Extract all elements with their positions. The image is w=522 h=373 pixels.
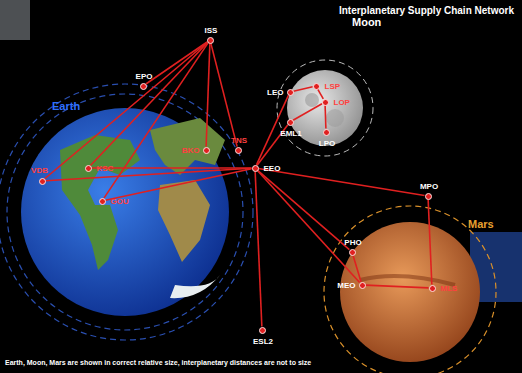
supply-route bbox=[45, 42, 208, 178]
network-node: GOU bbox=[99, 198, 106, 205]
node-label: LOP bbox=[334, 99, 350, 107]
continent bbox=[150, 118, 225, 175]
network-node: KSC bbox=[85, 165, 92, 172]
supply-route bbox=[258, 169, 424, 196]
supply-route bbox=[90, 43, 207, 166]
ice bbox=[170, 275, 220, 298]
supply-route bbox=[257, 171, 359, 283]
crater bbox=[305, 93, 319, 107]
earth bbox=[21, 108, 229, 316]
supply-route bbox=[293, 87, 312, 91]
mars bbox=[340, 222, 480, 362]
node-label: EML1 bbox=[280, 130, 301, 138]
supply-route bbox=[324, 105, 326, 128]
moon-orbit bbox=[277, 60, 373, 156]
surface-feature bbox=[360, 276, 455, 285]
node-label: PHO bbox=[344, 239, 361, 247]
supply-route bbox=[258, 170, 350, 249]
network-node: LSP bbox=[313, 83, 320, 90]
node-label: LEO bbox=[267, 89, 283, 97]
node-label: EEO bbox=[264, 165, 281, 173]
node-label: VDB bbox=[31, 167, 48, 175]
body-label: Mars bbox=[468, 218, 494, 230]
network-node: MLS bbox=[429, 285, 436, 292]
caption: Earth, Moon, Mars are shown in correct r… bbox=[5, 359, 311, 367]
node-label: LSP bbox=[325, 83, 341, 91]
supply-route bbox=[255, 171, 262, 326]
supply-route bbox=[146, 42, 207, 84]
network-node: EML1 bbox=[287, 119, 294, 126]
supply-route bbox=[105, 169, 251, 201]
supply-route bbox=[365, 285, 428, 288]
network-node: BKO bbox=[203, 147, 210, 154]
network-node: ESL2 bbox=[259, 327, 266, 334]
supply-route bbox=[92, 167, 252, 169]
continent bbox=[158, 180, 210, 262]
network-node: MPO bbox=[425, 193, 432, 200]
earth-orbit bbox=[0, 84, 253, 340]
supply-route bbox=[293, 104, 322, 121]
node-label: EPO bbox=[136, 73, 153, 81]
mars-orbit bbox=[324, 206, 496, 373]
supply-route bbox=[318, 89, 324, 99]
node-label: ESL2 bbox=[253, 338, 273, 346]
supply-route bbox=[211, 43, 237, 146]
node-label: KSC bbox=[97, 165, 114, 173]
node-label: TNS bbox=[231, 137, 247, 145]
network-node: LOP bbox=[322, 99, 329, 106]
node-label: BKO bbox=[182, 147, 200, 155]
node-label: MLS bbox=[441, 285, 458, 293]
node-label: MEO bbox=[337, 282, 355, 290]
network-node: LEO bbox=[287, 89, 294, 96]
diagram-title: Interplanetary Supply Chain Network bbox=[339, 5, 514, 16]
crater bbox=[326, 109, 344, 127]
network-node: MEO bbox=[359, 282, 366, 289]
body-label: Earth bbox=[52, 100, 80, 112]
network-node: PHO bbox=[349, 249, 356, 256]
node-label: LPO bbox=[319, 140, 335, 148]
node-label: ISS bbox=[205, 27, 218, 35]
supply-route bbox=[206, 43, 210, 146]
node-label: MPO bbox=[420, 183, 438, 191]
network-node: EEO bbox=[252, 165, 259, 172]
network-node: LPO bbox=[323, 129, 330, 136]
body-label: Moon bbox=[352, 16, 381, 28]
node-label: GOU bbox=[111, 198, 129, 206]
supply-route bbox=[428, 199, 432, 284]
supply-route bbox=[353, 255, 361, 281]
supply-route bbox=[45, 168, 251, 181]
network-node: ISS bbox=[207, 37, 214, 44]
slide-remnant bbox=[0, 0, 30, 40]
network-node: EPO bbox=[140, 83, 147, 90]
network-node: VDB bbox=[39, 178, 46, 185]
network-node: TNS bbox=[235, 147, 242, 154]
